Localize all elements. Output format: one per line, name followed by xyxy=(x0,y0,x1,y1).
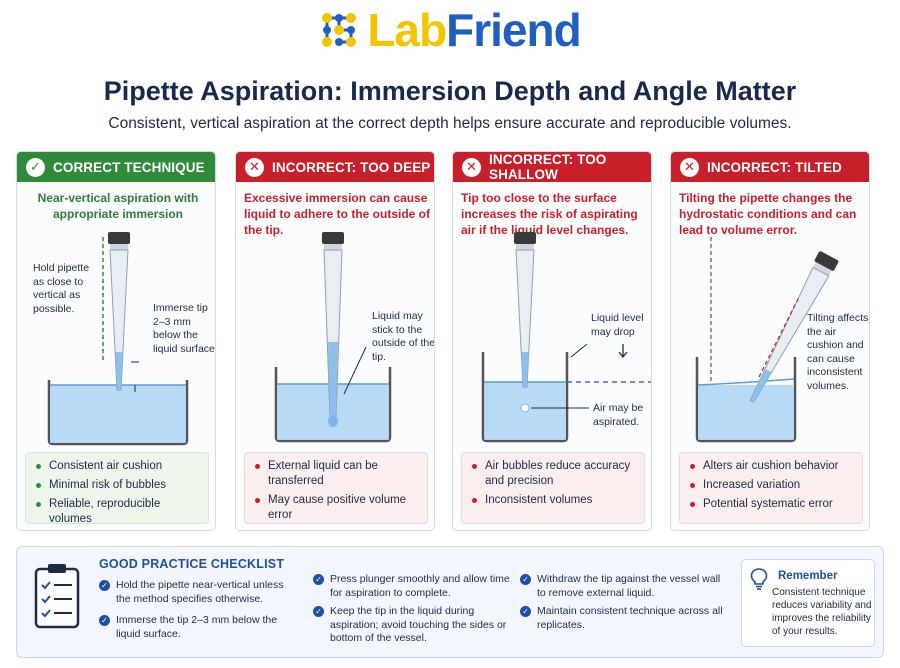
list-item: May cause positive volume error xyxy=(255,493,421,523)
bullet-list: Consistent air cushion Minimal risk of b… xyxy=(25,452,209,527)
panel-header: ✕ INCORRECT: TOO SHALLOW xyxy=(453,152,651,182)
checklist-item: Immerse the tip 2–3 mm below the liquid … xyxy=(99,614,299,641)
molecule-logo-icon xyxy=(322,13,357,47)
annotation-immerse-depth: Immerse tip 2–3 mm below the liquid surf… xyxy=(153,302,216,355)
panel-header: ✕ INCORRECT: TOO DEEP xyxy=(236,152,434,182)
list-item: Increased variation xyxy=(690,478,856,493)
labfriend-logo: LabFriend xyxy=(0,4,900,56)
list-item: External liquid can be transferred xyxy=(255,459,421,489)
panel-description: Tip too close to the surface increases t… xyxy=(461,191,638,237)
remember-text: Consistent technique reduces variability… xyxy=(772,587,872,637)
list-item: Minimal risk of bubbles xyxy=(36,478,202,493)
x-icon: ✕ xyxy=(680,157,699,177)
checklist-item: Withdraw the tip against the vessel wall… xyxy=(520,573,730,600)
list-item: Consistent air cushion xyxy=(36,459,202,474)
panel-header-label: CORRECT TECHNIQUE xyxy=(53,159,205,175)
pipette-vertical-illustration xyxy=(47,232,189,446)
panel-header-label: INCORRECT: TOO SHALLOW xyxy=(489,152,607,182)
annotation-hold-vertical: Hold pipette as close to vertical as pos… xyxy=(33,262,90,315)
lightbulb-icon xyxy=(750,568,768,590)
list-item: Reliable, reproducible volumes xyxy=(36,497,202,527)
bullet-list: Air bubbles reduce accuracy and precisio… xyxy=(461,452,645,524)
check-icon: ✓ xyxy=(26,157,45,177)
annotation-tilting-effect: Tilting affects the air cushion and can … xyxy=(807,312,869,392)
annotation-air-aspirated: Air may be aspirated. xyxy=(593,402,644,428)
checklist-item: Keep the tip in the liquid during aspira… xyxy=(313,605,513,646)
list-item: Inconsistent volumes xyxy=(472,493,638,508)
page-title: Pipette Aspiration: Immersion Depth and … xyxy=(103,76,797,106)
page-subtitle: Consistent, vertical aspiration at the c… xyxy=(108,115,792,132)
pipette-too-shallow-illustration xyxy=(481,232,651,443)
pipette-too-deep-illustration xyxy=(274,232,392,443)
panel-too-deep: ✕ INCORRECT: TOO DEEP Excessive immersio… xyxy=(235,151,435,531)
panel-description: Tilting the pipette changes the hydrosta… xyxy=(679,191,857,237)
panel-header: ✕ INCORRECT: TILTED xyxy=(671,152,869,182)
x-icon: ✕ xyxy=(245,157,264,177)
bullet-list: External liquid can be transferred May c… xyxy=(244,452,428,524)
annotation-level-drop: Liquid level may drop xyxy=(591,312,644,338)
pipette-tilted-illustration xyxy=(695,237,839,443)
remember-title: Remember xyxy=(778,570,838,582)
x-icon: ✕ xyxy=(462,157,481,177)
panel-too-shallow: ✕ INCORRECT: TOO SHALLOW Tip too close t… xyxy=(452,151,652,531)
panel-header-label: INCORRECT: TOO DEEP xyxy=(272,159,431,175)
clipboard-checklist-icon xyxy=(34,564,80,629)
list-item: Air bubbles reduce accuracy and precisio… xyxy=(472,459,638,489)
checklist-item: Maintain consistent technique across all… xyxy=(520,605,730,632)
remember-box: Remember Consistent technique reduces va… xyxy=(741,559,875,647)
good-practice-checklist: GOOD PRACTICE CHECKLIST Hold the pipette… xyxy=(16,546,884,658)
checklist-item: Hold the pipette near-vertical unless th… xyxy=(99,579,299,606)
panel-description: Excessive immersion can cause liquid to … xyxy=(244,191,430,237)
bullet-list: Alters air cushion behavior Increased va… xyxy=(679,452,863,524)
annotation-liquid-stick: Liquid may stick to the outside of the t… xyxy=(372,310,435,363)
checklist-title: GOOD PRACTICE CHECKLIST xyxy=(99,557,285,571)
list-item: Potential systematic error xyxy=(690,497,856,512)
panel-header-label: INCORRECT: TILTED xyxy=(707,159,842,175)
panel-header: ✓ CORRECT TECHNIQUE xyxy=(17,152,215,182)
panel-description: Near-vertical aspiration with appropriat… xyxy=(37,191,199,221)
checklist-item: Press plunger smoothly and allow time fo… xyxy=(313,573,513,600)
logo-wordmark: LabFriend xyxy=(367,4,581,56)
list-item: Alters air cushion behavior xyxy=(690,459,856,474)
panel-tilted: ✕ INCORRECT: TILTED Tilting the pipette … xyxy=(670,151,870,531)
panel-correct-technique: ✓ CORRECT TECHNIQUE Near-vertical aspira… xyxy=(16,151,216,531)
